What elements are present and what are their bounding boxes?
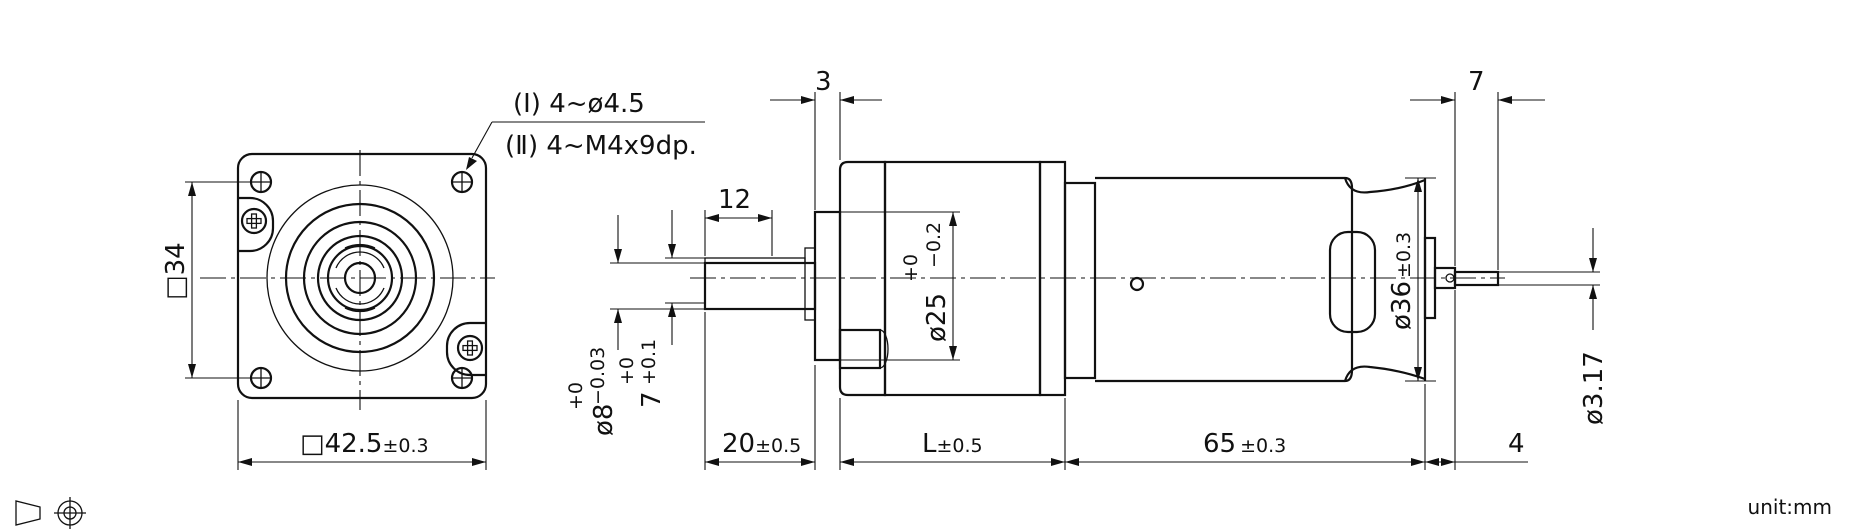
screw-icon: [240, 207, 268, 235]
projection-symbol-icon: [15, 497, 86, 529]
dim-pilot-tol-upper: +0: [900, 254, 922, 282]
hole-note-1: (Ⅰ) 4~ø4.5: [513, 89, 645, 119]
dim-shaft-dia-tol-lower: −0.03: [587, 347, 609, 405]
dim-key-length: 12: [718, 185, 751, 215]
dim-shaft-dia-tol-upper: +0: [565, 382, 587, 410]
pilot-boss: [813, 210, 842, 362]
dim-terminal-length: 4: [1508, 429, 1525, 459]
dim-key-width: 7: [637, 391, 667, 408]
side-view: 3 12 ø8 +0 −0.03 7 +0 +0.1 20±0.5: [565, 67, 1609, 470]
dim-flange-thickness: 3: [815, 67, 832, 97]
output-shaft: [703, 261, 817, 311]
dim-shaft-dia: ø8: [589, 404, 619, 436]
dim-key-width-tol-lower: +0.1: [638, 339, 660, 385]
dim-key-width-tol-upper: +0: [616, 357, 638, 385]
key-slot: [838, 328, 882, 370]
dim-pilot-dia: ø25: [922, 293, 952, 342]
motor-body: [1095, 176, 1354, 383]
motor-vent-slot: [1328, 230, 1377, 334]
dim-bolt-square: □34: [161, 242, 191, 300]
screw-icon: [456, 334, 484, 362]
dim-terminal-offset: 7: [1468, 67, 1485, 97]
motor-marker: [1129, 276, 1145, 292]
dim-flange-square: □42.5±0.3: [300, 429, 429, 459]
mount-hole: [450, 366, 474, 390]
hole-note-2: (Ⅱ) 4~M4x9dp.: [505, 131, 697, 161]
dim-gearbox-length: L±0.5: [922, 429, 983, 459]
dim-shaft-length: 20±0.5: [722, 429, 801, 459]
dim-motor-length: 65±0.3: [1203, 429, 1286, 459]
dim-pilot-tol-lower: −0.2: [923, 222, 945, 268]
mount-hole: [450, 170, 474, 194]
dim-terminal-dia: ø3.17: [1579, 351, 1609, 425]
dim-motor-dia: ø36±0.3: [1387, 232, 1417, 330]
front-view: (Ⅰ) 4~ø4.5 (Ⅱ) 4~M4x9dp. □34 □42.5±0.3: [161, 89, 705, 470]
unit-label: unit:mm: [1747, 495, 1832, 519]
